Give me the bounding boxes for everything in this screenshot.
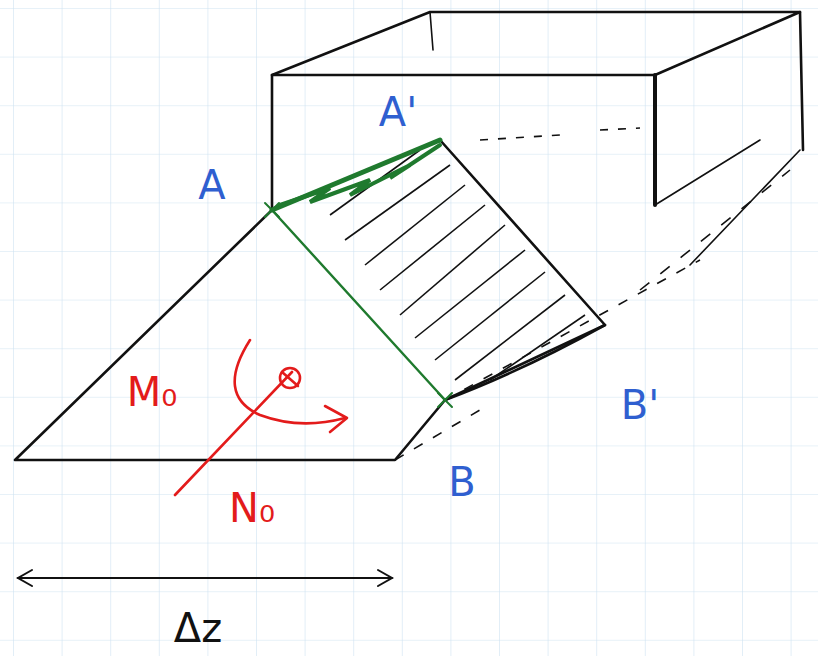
- internal-forces: [175, 340, 347, 495]
- point-label: B': [621, 385, 659, 425]
- point-label: A: [198, 165, 225, 205]
- force-label: N₀: [229, 488, 275, 528]
- point-label: B: [448, 462, 475, 502]
- dimension-label: Δz: [174, 608, 222, 648]
- moment-label: M₀: [127, 372, 178, 412]
- hidden-lines: [395, 128, 790, 460]
- point-label: A': [379, 92, 417, 132]
- dimension-arrow: [18, 570, 392, 586]
- cut-edge-marking: [265, 140, 452, 407]
- beam-outline: [15, 12, 803, 460]
